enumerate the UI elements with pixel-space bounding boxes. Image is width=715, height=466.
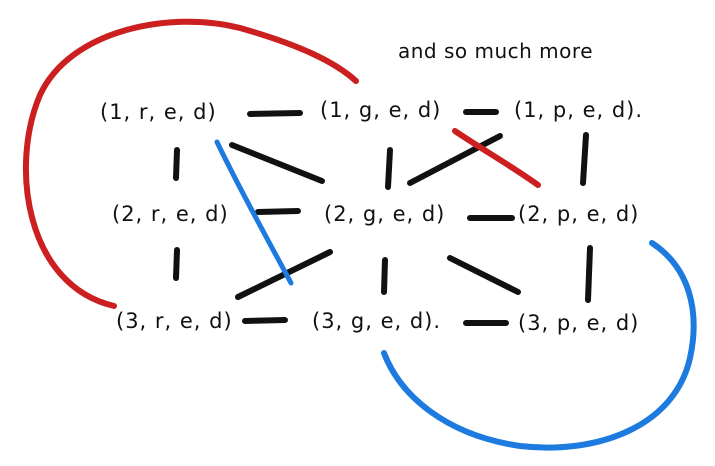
edge-red-arc-3r-1g	[22, 18, 359, 309]
edge-2r-2g	[255, 208, 301, 215]
edge-2g-3p-diagonal	[447, 255, 521, 295]
edge-blue-arc-3g-2p	[381, 240, 697, 451]
node-3-p: (3, p, e, d)	[518, 311, 640, 335]
edge-blue-1r-3g-diagonal	[214, 139, 294, 286]
edge-2p-1g-diagonal	[407, 133, 503, 186]
node-1-r: (1, r, e, d)	[100, 100, 217, 124]
node-3-r: (3, r, e, d)	[116, 309, 233, 333]
edge-2p-3p	[585, 245, 593, 303]
edge-1r-2r	[173, 147, 180, 181]
caption-so-much-more: and so much more	[398, 39, 593, 63]
edge-3r-3g	[242, 317, 288, 324]
node-1-p: (1, p, e, d).	[514, 98, 644, 122]
edge-2g-3g	[381, 257, 388, 295]
node-2-g: (2, g, e, d)	[324, 202, 446, 226]
node-2-r: (2, r, e, d)	[112, 202, 229, 226]
node-1-g: (1, g, e, d)	[320, 98, 442, 122]
node-2-p: (2, p, e, d)	[518, 202, 640, 226]
node-3-g: (3, g, e, d).	[312, 309, 442, 333]
edge-2r-3r	[173, 247, 180, 281]
edge-1g-2g	[385, 147, 393, 190]
edge-1r-1g	[247, 110, 303, 117]
edge-red-1p-2g-diagonal	[452, 128, 541, 188]
edge-1p-2p	[580, 132, 589, 186]
edge-1r-2g-diagonal	[229, 142, 325, 184]
